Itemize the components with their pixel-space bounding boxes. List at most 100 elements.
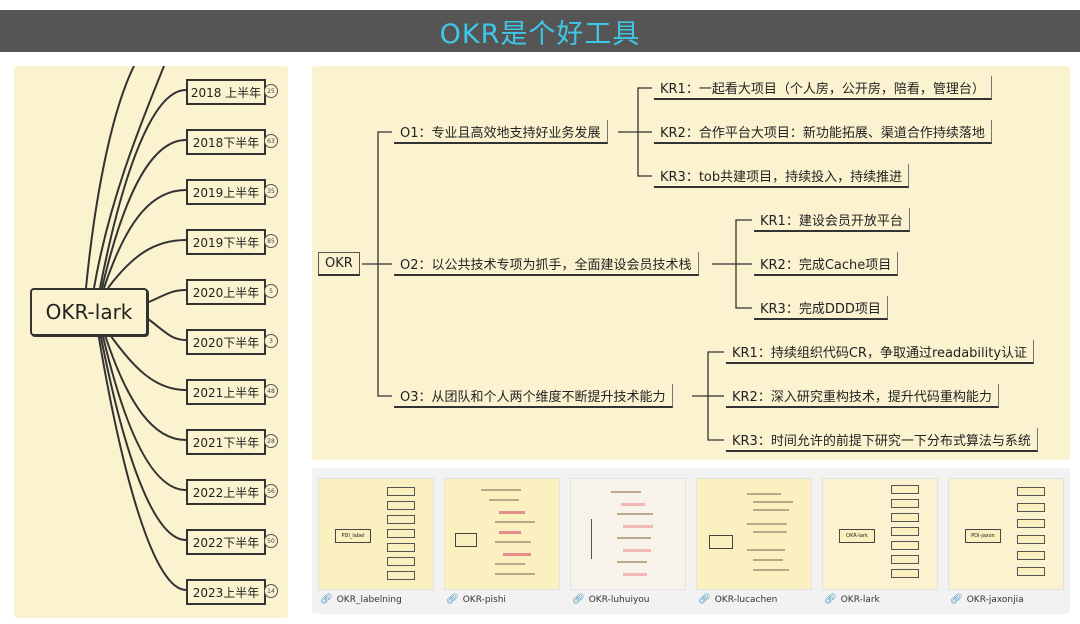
thumbnail-caption[interactable]: 🔗︎ OKR-jaxonjia — [948, 594, 1062, 605]
period-node[interactable]: 2023上半年 — [186, 579, 266, 605]
period-count-badge: 28 — [264, 434, 278, 448]
thumbnail-highlight — [499, 511, 525, 514]
thumbnail-card[interactable]: 🔗︎ OKR-lucachen — [696, 478, 812, 610]
thumbnail-root-node — [709, 535, 733, 549]
thumbnail-leaf — [1017, 503, 1045, 512]
thumbnail-text-line — [753, 509, 789, 511]
period-node[interactable]: 2021下半年 — [186, 429, 266, 455]
period-node[interactable]: 2019下半年 — [186, 229, 266, 255]
thumbnail-card[interactable]: PDI_label 🔗︎ OKR_labelning — [318, 478, 434, 610]
thumbnail-caption[interactable]: 🔗︎ OKR-lucachen — [696, 594, 810, 605]
thumbnail-text-line — [617, 537, 651, 539]
thumbnail-highlight — [623, 549, 651, 552]
thumbnail-root-node: PDI-jaxon — [965, 529, 1001, 543]
period-node[interactable]: 2022下半年 — [186, 529, 266, 555]
period-count-badge: 25 — [264, 84, 278, 98]
kr-node[interactable]: KR2：合作平台大项目：新功能拓展、渠道合作持续落地 — [654, 120, 992, 144]
connector-o1-kr1 — [618, 87, 652, 133]
thumbnail-text-line — [495, 541, 531, 543]
kr-node[interactable]: KR1：一起看大项目（个人房，公开房，陪看，管理台） — [654, 76, 992, 100]
thumbnail-caption[interactable]: 🔗︎ OKR_labelning — [318, 594, 432, 605]
link-icon: 🔗︎ — [572, 594, 585, 605]
period-node[interactable]: 2021上半年 — [186, 379, 266, 405]
thumbnail-text-line — [495, 573, 535, 575]
thumbnail-text-line — [753, 531, 787, 533]
thumbnail-image — [696, 478, 812, 590]
page-title: OKR是个好工具 — [439, 18, 641, 50]
branch-2019b — [107, 239, 187, 289]
thumbnail-highlight — [623, 525, 653, 528]
period-node[interactable]: 2019上半年 — [186, 179, 266, 205]
thumbnail-caption[interactable]: 🔗︎ OKR-lark — [822, 594, 936, 605]
thumbnail-leaf — [891, 485, 919, 494]
period-node[interactable]: 2018下半年 — [186, 129, 266, 155]
thumbnail-caption-text: OKR_labelning — [336, 594, 402, 605]
kr-node[interactable]: KR3：时间允许的前提下研究一下分布式算法与系统 — [726, 428, 1038, 452]
objective-o3[interactable]: O3：从团队和个人两个维度不断提升技术能力 — [394, 384, 673, 408]
thumbnail-leaf — [891, 569, 919, 578]
branch-2018a — [99, 89, 187, 289]
thumbnail-text-line — [753, 501, 793, 503]
kr-node[interactable]: KR2：完成Cache项目 — [754, 252, 899, 276]
thumbnail-image: OKR-lark — [822, 478, 938, 590]
thumbnail-caption[interactable]: 🔗︎ OKR-pishi — [444, 594, 558, 605]
thumbnail-text-line — [747, 549, 785, 551]
thumbnail-text-line — [753, 559, 783, 561]
thumbnail-leaf — [1017, 535, 1045, 544]
thumbnail-caption-text: OKR-lark — [840, 594, 880, 605]
thumbnail-leaf — [387, 529, 415, 538]
objective-o2[interactable]: O2：以公共技术专项为抓手，全面建设会员技术栈 — [394, 252, 699, 276]
branch-2022b — [99, 331, 187, 541]
thumbnail-leaf — [891, 527, 919, 536]
thumbnail-card[interactable]: 🔗︎ OKR-luhuiyou — [570, 478, 686, 610]
thumbnail-image: PDI_label — [318, 478, 434, 590]
thumbnail-image — [570, 478, 686, 590]
thumbnail-leaf — [387, 557, 415, 566]
title-bar: OKR是个好工具 — [0, 10, 1080, 52]
thumbnail-caption-text: OKR-jaxonjia — [966, 594, 1024, 605]
thumbnail-root-node: PDI_label — [335, 529, 371, 543]
thumbnail-line — [591, 519, 592, 559]
period-node[interactable]: 2018 上半年 — [186, 79, 266, 105]
period-node[interactable]: 2020下半年 — [186, 329, 266, 355]
thumbnail-leaf — [891, 499, 919, 508]
connector-o1-kr3 — [637, 132, 652, 177]
connector-o3-kr3 — [707, 396, 724, 441]
kr-node[interactable]: KR3：tob共建项目，持续投入，持续推进 — [654, 164, 910, 188]
thumbnail-text-line — [481, 489, 521, 491]
thumbnail-text-line — [495, 521, 535, 523]
branch-2023a — [97, 331, 187, 591]
kr-node[interactable]: KR1：建设会员开放平台 — [754, 208, 910, 232]
thumbnail-leaf — [891, 555, 919, 564]
thumbnail-leaf — [387, 501, 415, 510]
thumbnail-caption[interactable]: 🔗︎ OKR-luhuiyou — [570, 594, 684, 605]
thumbnail-highlight — [503, 553, 531, 556]
connector-o2-kr1 — [712, 219, 752, 265]
thumbnail-strip: PDI_label 🔗︎ OKR_labelning — [312, 468, 1070, 614]
thumbnail-card[interactable]: PDI-jaxon 🔗︎ OKR-jaxonjia — [948, 478, 1064, 610]
period-node[interactable]: 2020上半年 — [186, 279, 266, 305]
thumbnail-text-line — [611, 491, 641, 493]
left-branches — [85, 66, 187, 591]
period-count-badge: 3 — [264, 334, 278, 348]
link-icon: 🔗︎ — [698, 594, 711, 605]
kr-node[interactable]: KR3：完成DDD项目 — [754, 296, 888, 320]
branch-2022a — [101, 331, 187, 491]
objective-o1[interactable]: O1：专业且高效地支持好业务发展 — [394, 120, 608, 144]
thumbnail-leaf — [387, 543, 415, 552]
okr-root-node[interactable]: OKR — [318, 252, 360, 276]
left-mindmap: OKR-lark 2018 上半年 25 2018下半年 63 2019上半年 … — [14, 66, 288, 618]
branch-2021a — [107, 331, 187, 391]
mindmap-root-okr-lark[interactable]: OKR-lark — [30, 288, 148, 336]
period-count-badge: 48 — [264, 384, 278, 398]
period-node[interactable]: 2022上半年 — [186, 479, 266, 505]
link-icon: 🔗︎ — [824, 594, 837, 605]
connector-o3-kr1 — [692, 351, 724, 397]
thumbnail-caption-text: OKR-lucachen — [714, 594, 778, 605]
kr-node[interactable]: KR1：持续组织代码CR，争取通过readability认证 — [726, 340, 1035, 364]
kr-node[interactable]: KR2：深入研究重构技术，提升代码重构能力 — [726, 384, 999, 408]
thumbnail-card[interactable]: OKR-lark 🔗︎ OKR-lark — [822, 478, 938, 610]
connector-o2-kr3 — [735, 264, 752, 309]
thumbnail-leaf — [1017, 551, 1045, 560]
thumbnail-card[interactable]: 🔗︎ OKR-pishi — [444, 478, 560, 610]
